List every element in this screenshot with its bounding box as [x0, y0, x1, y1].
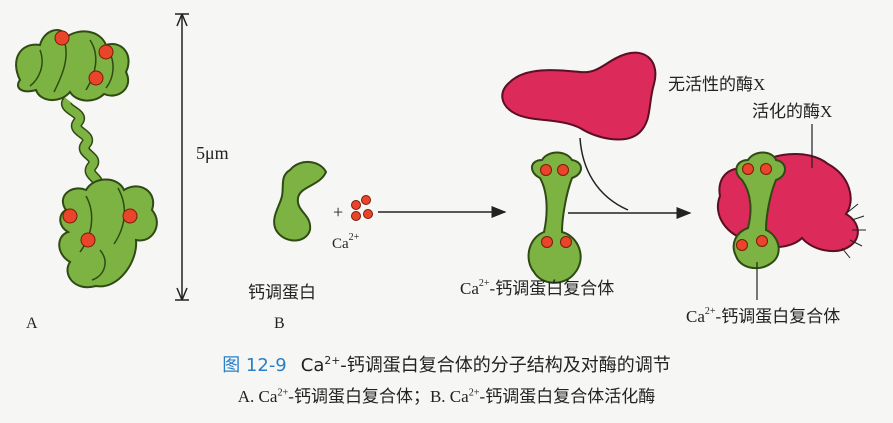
- subcaption-b-prefix: B. Ca: [429, 387, 469, 406]
- caption-charge: 2+: [324, 354, 341, 367]
- arrow-enzyme: [579, 137, 629, 211]
- figure-caption: 图 12-9 Ca2+-钙调蛋白复合体的分子结构及对酶的调节: [0, 351, 893, 377]
- calmodulin-label: 钙调蛋白: [248, 283, 316, 302]
- complex-label-right: Ca2+-钙调蛋白复合体: [686, 306, 840, 326]
- panel-a-label: A: [26, 315, 38, 332]
- subcaption-b-charge: 2+: [468, 387, 480, 399]
- subcaption-a-charge: 2+: [277, 387, 289, 399]
- panel-b-label: B: [274, 315, 285, 332]
- enzyme-inactive: [501, 51, 657, 141]
- subcaption-b-text: -钙调蛋白复合体活化酶: [479, 387, 656, 406]
- scale-bar: [175, 13, 189, 301]
- calmodulin-free: [273, 161, 328, 242]
- caption-ca: Ca: [300, 355, 325, 376]
- subcaption-a-text: -钙调蛋白复合体；: [288, 387, 430, 406]
- caption-title: -钙调蛋白复合体的分子结构及对酶的调节: [340, 355, 671, 376]
- scale-label: 5μm: [196, 143, 229, 163]
- active-enzyme-label: 活化的酶X: [752, 102, 832, 121]
- calcium-ions-a: [54, 30, 138, 248]
- panel-a-complex: [15, 29, 158, 289]
- calcium-ions-b: [351, 195, 373, 221]
- subcaption-a-prefix: A. Ca: [237, 387, 278, 406]
- plus-sign: +: [333, 202, 343, 222]
- figure-number: 图 12-9: [222, 355, 287, 376]
- complex-label-middle: Ca2+-钙调蛋白复合体: [460, 278, 614, 298]
- figure-subcaption: A. Ca2+-钙调蛋白复合体；B. Ca2+-钙调蛋白复合体活化酶: [0, 382, 893, 407]
- calcium-label: Ca2+: [332, 232, 360, 252]
- enzyme-active-group: [717, 151, 866, 270]
- inactive-enzyme-label: 无活性的酶X: [668, 75, 765, 94]
- complex-middle: [527, 151, 582, 284]
